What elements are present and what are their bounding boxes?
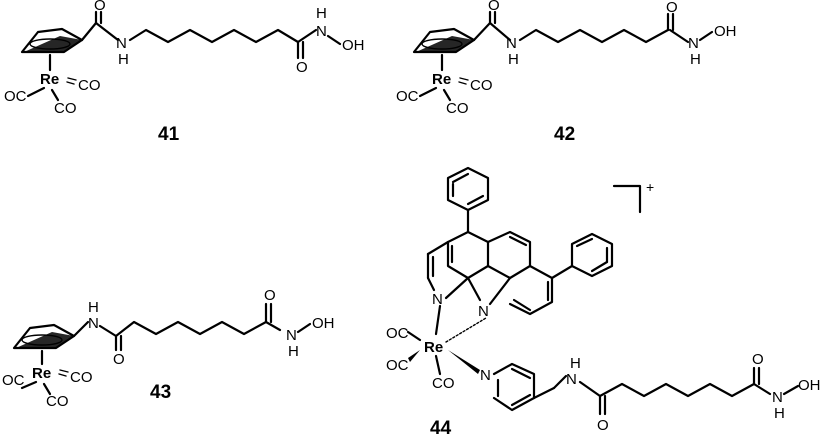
atom-n1-44: N	[432, 291, 443, 308]
compound-44-structure: N N Re OC OC CO N N H O	[386, 166, 821, 439]
compound-42-structure: Re OC CO CO O N H O N H OH 42	[396, 0, 737, 145]
atom-re-42: Re	[432, 71, 451, 88]
atom-o-41a: O	[94, 0, 106, 14]
atom-n-43: N	[88, 315, 99, 332]
compound-label-42: 42	[554, 124, 575, 145]
charge-bracket	[612, 184, 642, 214]
compound-label-43: 43	[150, 382, 171, 403]
compound-label-44: 44	[430, 418, 452, 439]
atom-oh-44: OH	[798, 377, 821, 394]
atom-o-43a: O	[113, 351, 125, 368]
atom-co-42a: CO	[446, 100, 469, 117]
atom-oc-44b: OC	[386, 357, 409, 374]
atom-n-41: N	[116, 35, 127, 52]
atom-nh-42: N	[688, 35, 699, 52]
compound-43-structure: Re OC CO CO H N O O N H OH 43	[2, 287, 335, 410]
atom-oc-43: OC	[2, 372, 25, 389]
atom-o-42b: O	[666, 0, 678, 16]
atom-n4-44: N	[566, 371, 577, 388]
atom-h-44: H	[570, 355, 581, 372]
atom-oh-42: OH	[714, 23, 737, 40]
atom-nh-43: N	[286, 327, 297, 344]
atom-n3-44: N	[480, 367, 491, 384]
atom-n-42: N	[506, 35, 517, 52]
atom-h2-44: H	[774, 405, 785, 422]
atom-re-44: Re	[424, 339, 443, 356]
atom-o-44a: O	[597, 417, 609, 434]
atom-co-41a: CO	[54, 100, 77, 117]
atom-re-43: Re	[32, 365, 51, 382]
atom-h-41: H	[118, 51, 129, 68]
atom-h-43: H	[88, 299, 99, 316]
atom-oh-41: OH	[342, 37, 365, 54]
atom-h2-42: H	[690, 51, 701, 68]
atom-o-43b: O	[264, 287, 276, 304]
compound-label-41: 41	[158, 124, 180, 145]
atom-oh-43: OH	[312, 315, 335, 332]
atom-re-41: Re	[40, 71, 59, 88]
atom-oc-41: OC	[4, 88, 27, 105]
atom-nh-41: N	[316, 23, 327, 40]
atom-n2-44: N	[478, 303, 489, 320]
phen-ring-left	[446, 230, 490, 280]
atom-o-44b: O	[752, 351, 764, 368]
atom-co-42b: CO	[470, 77, 493, 94]
charge-plus: +	[646, 179, 654, 195]
atom-oc-42: OC	[396, 88, 419, 105]
atom-nh-44: N	[772, 389, 783, 406]
atom-h-42: H	[508, 51, 519, 68]
compound-41-structure: Re OC CO CO O N H O N H OH 41	[4, 0, 365, 145]
atom-co-43b: CO	[70, 369, 93, 386]
atom-oc-44a: OC	[386, 325, 409, 342]
phenyl-ring-top	[446, 166, 490, 212]
phenyl-ring-right	[570, 232, 614, 278]
atom-o-41b: O	[296, 59, 308, 76]
atom-o-42a: O	[488, 0, 500, 14]
atom-h2-43: H	[288, 343, 299, 360]
atom-co-44: CO	[432, 375, 455, 392]
atom-co-41b: CO	[78, 77, 101, 94]
atom-co-43a: CO	[46, 393, 69, 410]
atom-h2-41: H	[316, 5, 327, 22]
